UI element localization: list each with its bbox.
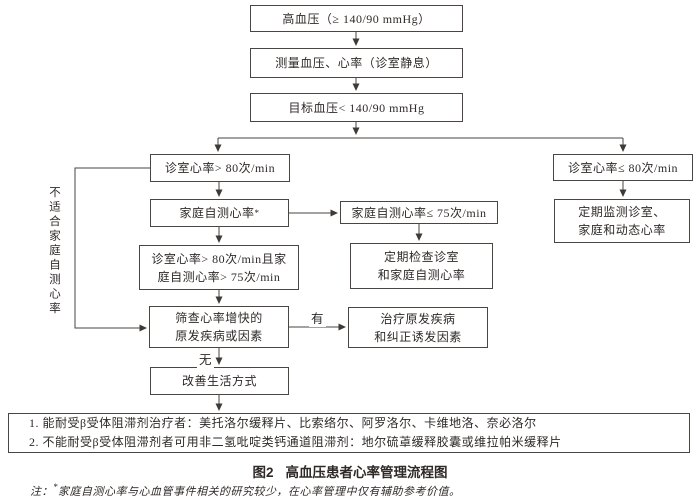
node-periodic-check-line1: 定期检查诊室 bbox=[383, 250, 459, 264]
node-treat-causes-line1: 治疗原发疾病 bbox=[380, 311, 456, 326]
node-screen-causes-line1: 筛查心率增快的 bbox=[175, 311, 263, 325]
medication-option-2: 2. 不能耐受β受体阻滞剂者可用非二氢吡啶类钙通道阻滞剂：地尔硫䓬缓释胶囊或维拉… bbox=[29, 435, 562, 449]
edge-label-unsuitable-home-monitoring: 不适合家庭自测心率 bbox=[48, 186, 60, 317]
node-office-hr-low: 诊室心率≤ 80次/min bbox=[553, 154, 693, 181]
node-hypertension: 高血压（≥ 140/90 mmHg） bbox=[250, 5, 463, 32]
node-office-and-home-hr-high-line1: 诊室心率> 80次/min且家 bbox=[151, 251, 287, 266]
node-hypertension-label: 高血压（≥ 140/90 mmHg） bbox=[282, 11, 431, 26]
node-target-bp: 目标血压< 140/90 mmHg bbox=[250, 93, 463, 122]
node-measure-bp-hr-label: 测量血压、心率（诊室静息） bbox=[275, 56, 438, 70]
node-treat-causes-line2: 和纠正诱发因素 bbox=[374, 329, 462, 344]
node-office-and-home-hr-high: 诊室心率> 80次/min且家 庭自测心率> 75次/min bbox=[139, 245, 299, 290]
footnote-text: 家庭自测心率与心血管事件相关的研究较少，在心率管理中仅有辅助参考价值。 bbox=[58, 486, 461, 498]
node-treat-causes: 治疗原发疾病 和纠正诱发因素 bbox=[348, 307, 488, 348]
node-measure-bp-hr: 测量血压、心率（诊室静息） bbox=[250, 48, 463, 78]
node-office-hr-high: 诊室心率> 80次/min bbox=[150, 154, 290, 182]
node-screen-causes-line2: 原发疾病或因素 bbox=[175, 329, 263, 343]
edge-label-yes: 有 bbox=[309, 308, 326, 327]
node-periodic-monitor-line2: 家庭和动态心率 bbox=[578, 223, 666, 237]
node-screen-causes: 筛查心率增快的 原发疾病或因素 bbox=[149, 306, 289, 348]
footnote-star: * bbox=[53, 482, 58, 492]
node-home-hr-low-label: 家庭自测心率≤ 75次/min bbox=[351, 205, 487, 220]
figure-caption: 图2 高血压患者心率管理流程图 bbox=[0, 461, 700, 481]
edge-label-no: 无 bbox=[197, 349, 214, 368]
figure-title: 高血压患者心率管理流程图 bbox=[285, 465, 448, 480]
node-home-self-hr: 家庭自测心率* bbox=[150, 199, 289, 227]
node-office-hr-high-label: 诊室心率> 80次/min bbox=[164, 161, 276, 175]
home-self-hr-footnote-star: * bbox=[254, 207, 260, 218]
node-periodic-check-line2: 和家庭自测心率 bbox=[377, 268, 466, 282]
node-lifestyle: 改善生活方式 bbox=[150, 367, 289, 395]
node-periodic-monitor: 定期监测诊室、 家庭和动态心率 bbox=[554, 199, 690, 243]
node-lifestyle-label: 改善生活方式 bbox=[181, 374, 257, 388]
figure-number: 图2 bbox=[252, 465, 274, 480]
footnote-prefix: 注： bbox=[30, 486, 53, 498]
node-home-self-hr-label: 家庭自测心率 bbox=[179, 206, 255, 220]
node-home-hr-low: 家庭自测心率≤ 75次/min bbox=[340, 201, 498, 224]
node-target-bp-label: 目标血压< 140/90 mmHg bbox=[288, 100, 425, 115]
node-periodic-monitor-line1: 定期监测诊室、 bbox=[578, 205, 666, 219]
node-office-and-home-hr-high-line2: 庭自测心率> 75次/min bbox=[157, 269, 281, 284]
figure-footnote: 注：*家庭自测心率与心血管事件相关的研究较少，在心率管理中仅有辅助参考价值。 bbox=[30, 483, 461, 499]
node-office-hr-low-label: 诊室心率≤ 80次/min bbox=[567, 160, 679, 175]
node-periodic-check: 定期检查诊室 和家庭自测心率 bbox=[350, 243, 493, 289]
medication-option-1: 1. 能耐受β受体阻滞剂治疗者：美托洛尔缓释片、比索络尔、阿罗洛尔、卡维地洛、奈… bbox=[29, 415, 537, 430]
node-medication-options: 1. 能耐受β受体阻滞剂治疗者：美托洛尔缓释片、比索络尔、阿罗洛尔、卡维地洛、奈… bbox=[8, 413, 690, 453]
